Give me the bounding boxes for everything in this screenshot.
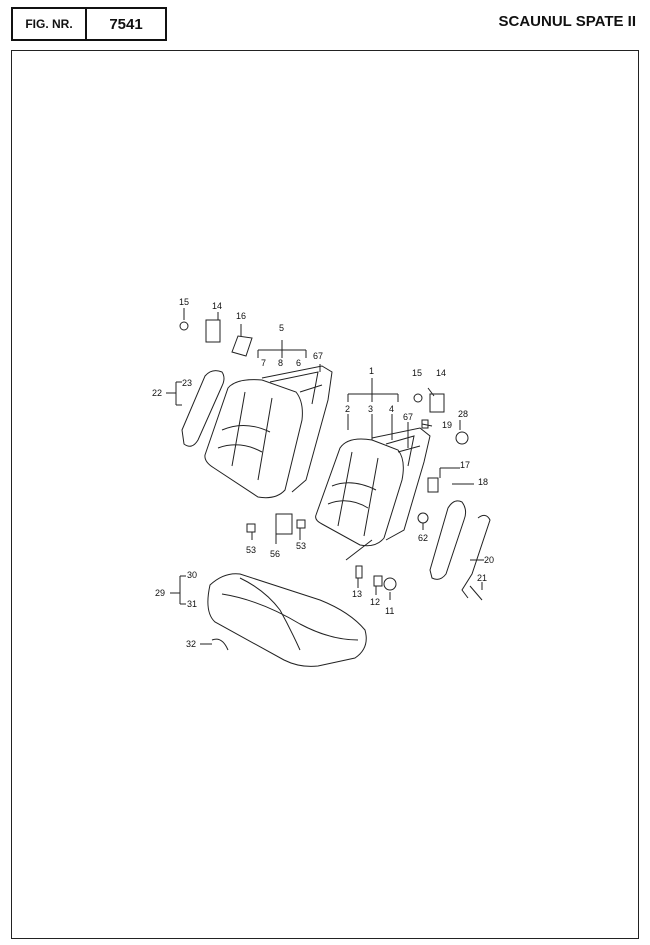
label-14-right: 14: [436, 368, 446, 378]
label-12: 12: [370, 597, 380, 607]
bracket-16: [231, 335, 253, 357]
right-seatback-panel: [385, 435, 421, 467]
label-2: 2: [345, 404, 350, 414]
knob-28: [455, 431, 469, 445]
label-4: 4: [389, 404, 394, 414]
striker-56: [275, 513, 293, 535]
bolt-53-right: [296, 519, 306, 529]
hinge-bracket-14-left: [205, 319, 221, 343]
label-53-left: 53: [246, 545, 256, 555]
left-seatback-seams: [217, 391, 273, 481]
latch-17: [427, 477, 439, 493]
label-7: 7: [261, 358, 266, 368]
label-67-right: 67: [403, 412, 413, 422]
washer-11: [383, 577, 397, 591]
label-29: 29: [155, 588, 165, 598]
label-14-left: 14: [212, 301, 222, 311]
label-19: 19: [442, 420, 452, 430]
left-seatback-panel: [269, 371, 323, 405]
label-31: 31: [187, 599, 197, 609]
seat-cushion-seams: [221, 577, 359, 651]
figure-number-box: FIG. NR. 7541: [11, 7, 167, 41]
label-21: 21: [477, 573, 487, 583]
diagram-frame: [11, 50, 639, 939]
label-53-right: 53: [296, 541, 306, 551]
label-67-left: 67: [313, 351, 323, 361]
label-1: 1: [369, 366, 374, 376]
bolt-53-left: [246, 523, 256, 533]
seat-cushion: [207, 573, 367, 667]
side-trim-panel: [429, 500, 467, 580]
label-22: 22: [152, 388, 162, 398]
label-6: 6: [296, 358, 301, 368]
label-11: 11: [385, 606, 394, 616]
label-15-right: 15: [412, 368, 422, 378]
label-5: 5: [279, 323, 284, 333]
left-seatback-frame: [261, 365, 333, 493]
clip-32: [211, 638, 229, 651]
right-seatback-cushion: [315, 438, 404, 547]
page-title: SCAUNUL SPATE II: [498, 13, 636, 30]
bolt-15-left: [179, 321, 189, 331]
label-23: 23: [182, 378, 192, 388]
right-seatback-seams: [327, 451, 379, 537]
label-3: 3: [368, 404, 373, 414]
label-20: 20: [484, 555, 494, 565]
label-16: 16: [236, 311, 246, 321]
hinge-bracket-14-right: [429, 393, 445, 413]
label-15-left: 15: [179, 297, 189, 307]
label-8: 8: [278, 358, 283, 368]
label-30: 30: [187, 570, 197, 580]
bolt-13: [355, 565, 363, 579]
label-18: 18: [478, 477, 488, 487]
label-56: 56: [270, 549, 280, 559]
side-bolster: [181, 370, 225, 447]
right-seatback-frame: [371, 427, 431, 541]
figure-number-label: FIG. NR.: [13, 9, 87, 39]
anchor-bolt-21: [469, 585, 483, 601]
label-32: 32: [186, 639, 196, 649]
label-13: 13: [352, 589, 362, 599]
left-seatback-cushion: [204, 379, 303, 499]
label-28: 28: [458, 409, 468, 419]
label-62: 62: [418, 533, 428, 543]
label-17: 17: [460, 460, 470, 470]
bushing-12: [373, 575, 383, 587]
knob-62: [417, 512, 429, 524]
bolt-15-right: [413, 393, 423, 403]
figure-number-value: 7541: [109, 15, 143, 33]
seat-belt-strap: [461, 514, 491, 599]
